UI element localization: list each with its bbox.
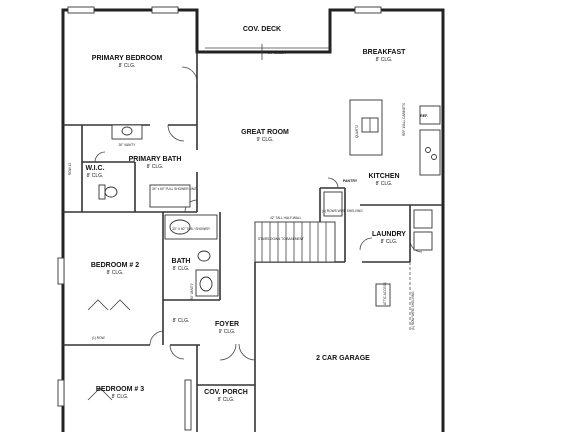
- laundry-ceiling: 8' CLG.: [381, 239, 398, 245]
- tub-note: 30" X 60" TUB / SHOWER: [172, 227, 210, 231]
- primary-bath-label: PRIMARY BATH: [129, 156, 182, 163]
- primary-bedroom-label: PRIMARY BEDROOM: [92, 55, 163, 62]
- pantry-label: PANTRY: [343, 179, 358, 183]
- deck-edge: [205, 44, 330, 60]
- kitchen-label: KITCHEN: [368, 173, 399, 180]
- kitchen-ceiling: 8' CLG.: [376, 181, 393, 187]
- hall-ceiling: 8' CLG.: [173, 318, 190, 324]
- half-wall-note: 42" TALL HALF-WALL: [270, 216, 302, 220]
- garage-shelving-note: (1) ROW WIRE SHELVING: [411, 291, 415, 330]
- wic-ceiling: 8' CLG.: [87, 173, 104, 179]
- wic-side-note: ROW 12: [68, 163, 72, 175]
- primary-bath-ceiling: 8' CLG.: [147, 164, 164, 170]
- bath-vanity-note: 30" VANITY: [190, 282, 194, 300]
- cov-porch-ceiling: 8' CLG.: [218, 397, 235, 403]
- bedroom2-ceiling: 8' CLG.: [107, 270, 124, 276]
- bedroom2-label: BEDROOM # 2: [91, 262, 139, 269]
- slider-note: 8'0" SLIDER: [268, 51, 286, 55]
- foyer-label: FOYER: [215, 321, 239, 328]
- fixtures: [98, 99, 441, 431]
- fridge-note: REF.: [420, 114, 428, 118]
- wall-cabinets-note: REF. WALL CABINETS: [402, 103, 406, 136]
- row-note: (1) ROW: [92, 336, 105, 340]
- attic-note: ATTIC ACCESS: [383, 282, 387, 305]
- exterior-walls: [61, 8, 445, 432]
- great-room-label: GREAT ROOM: [241, 129, 289, 136]
- garage-label: 2 CAR GARAGE: [316, 355, 370, 362]
- windows: [57, 6, 382, 407]
- breakfast-label: BREAKFAST: [363, 49, 407, 56]
- vanity-note: 30" VANITY: [119, 143, 137, 147]
- cov-porch-label: COV. PORCH: [204, 389, 248, 396]
- foyer-ceiling: 9' CLG.: [219, 329, 236, 335]
- stairs-note: STAIRS DOWN TO BASEMENT: [258, 237, 304, 241]
- bedroom3-label: BEDROOM # 3: [96, 386, 144, 393]
- bedroom3-ceiling: 8' CLG.: [112, 394, 129, 400]
- breakfast-ceiling: 8' CLG.: [376, 57, 393, 63]
- shower-note: 34" x 60" FULL SHOWER UNIT: [152, 187, 197, 191]
- primary-bedroom-ceiling: 8' CLG.: [119, 63, 136, 69]
- island-note: QUARTZ: [355, 125, 359, 138]
- great-room-ceiling: 9' CLG.: [257, 137, 274, 143]
- bath-label: BATH: [172, 258, 191, 265]
- laundry-label: LAUNDRY: [372, 231, 406, 238]
- wic-label: W.I.C.: [85, 165, 104, 172]
- shelving-note: (4) ROWS WIRE SHELVING: [322, 209, 363, 213]
- cov-deck-label: COV. DECK: [243, 26, 281, 33]
- room-labels: COV. DECK PRIMARY BEDROOM 8' CLG. BREAKF…: [85, 26, 406, 403]
- bath-ceiling: 8' CLG.: [173, 266, 190, 272]
- plan-notes: 30" VANITY 34" x 60" FULL SHOWER UNIT 30…: [68, 51, 428, 340]
